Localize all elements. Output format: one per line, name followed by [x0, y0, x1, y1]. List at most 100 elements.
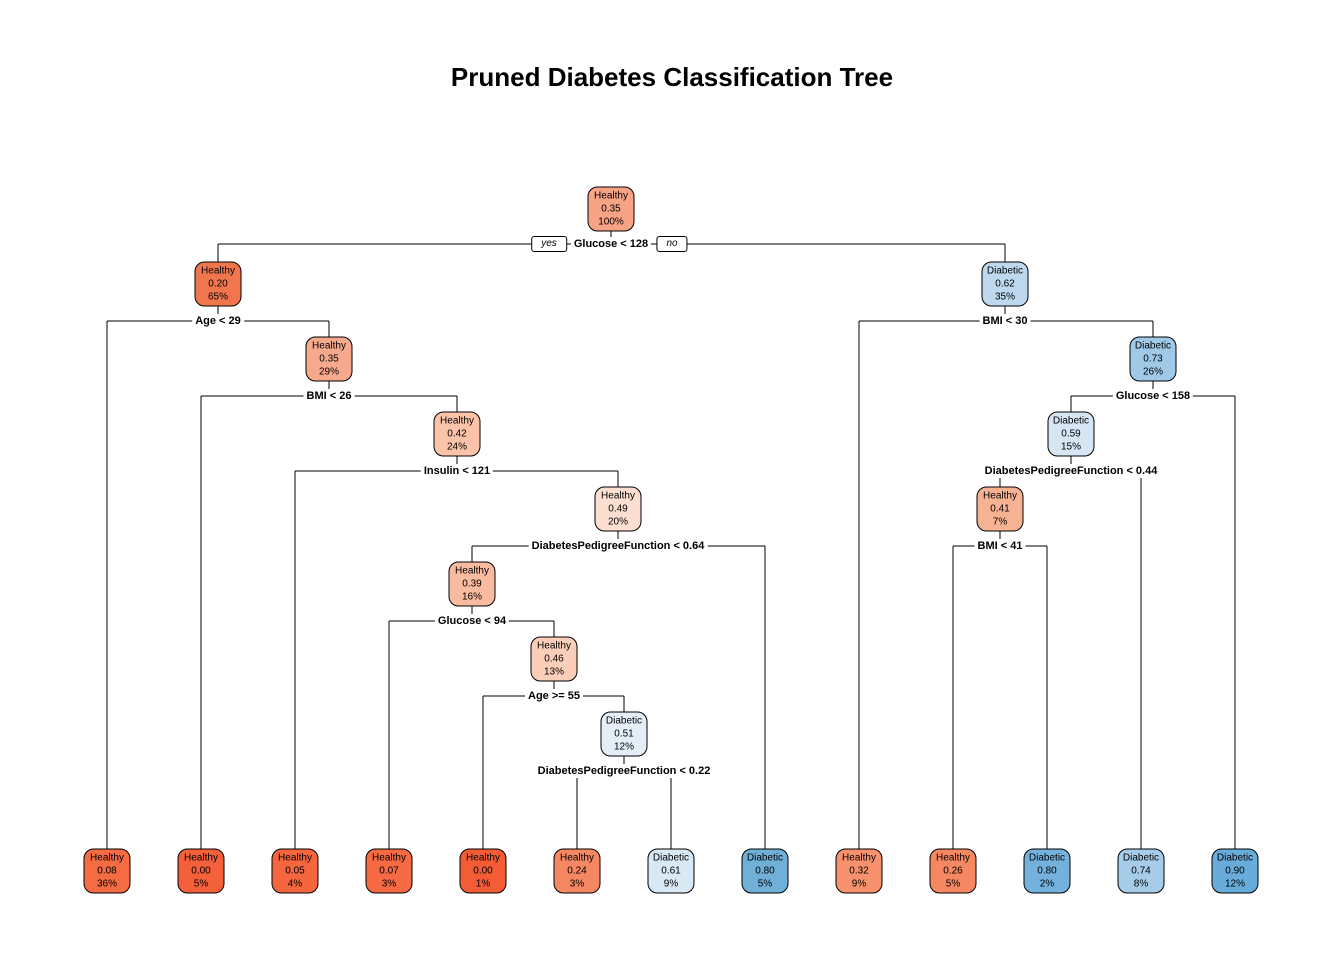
node-class: Healthy	[983, 490, 1017, 502]
split-label-s9: BMI < 41	[974, 539, 1026, 553]
node-class: Healthy	[466, 852, 500, 864]
node-prob: 0.35	[601, 203, 621, 215]
node-prob: 0.07	[379, 865, 399, 877]
node-pct: 12%	[1224, 878, 1245, 890]
node-class: Diabetic	[1028, 852, 1066, 864]
node-class: Diabetic	[1122, 852, 1160, 864]
node-prob: 0.59	[1061, 428, 1081, 440]
node-class: Healthy	[842, 852, 876, 864]
branch-label-yes: yes	[531, 236, 567, 252]
node-pct: 5%	[757, 878, 773, 890]
node-prob: 0.00	[473, 865, 493, 877]
split-label-s11: Age >= 55	[525, 689, 583, 703]
node-class: Diabetic	[605, 715, 643, 727]
split-label-s8: DiabetesPedigreeFunction < 0.64	[528, 539, 708, 553]
node-class: Diabetic	[652, 852, 690, 864]
node-prob: 0.35	[319, 353, 339, 365]
node-class: Healthy	[278, 852, 312, 864]
node-class: Healthy	[594, 190, 628, 202]
node-pct: 36%	[96, 878, 117, 890]
node-prob: 0.20	[208, 278, 228, 290]
node-pct: 9%	[663, 878, 679, 890]
node-prob: 0.32	[849, 865, 869, 877]
plot-title: Pruned Diabetes Classification Tree	[450, 62, 894, 92]
node-class: Healthy	[936, 852, 970, 864]
node-pct: 26%	[1142, 366, 1163, 378]
node-class: Diabetic	[986, 265, 1024, 277]
node-prob: 0.05	[285, 865, 305, 877]
node-class: Healthy	[601, 490, 635, 502]
node-prob: 0.26	[943, 865, 963, 877]
node-class: Healthy	[184, 852, 218, 864]
node-pct: 12%	[613, 741, 634, 753]
node-class: Healthy	[372, 852, 406, 864]
node-prob: 0.24	[567, 865, 587, 877]
node-prob: 0.46	[544, 653, 564, 665]
node-pct: 1%	[475, 878, 491, 890]
node-prob: 0.42	[447, 428, 467, 440]
node-pct: 3%	[569, 878, 585, 890]
node-class: Diabetic	[746, 852, 784, 864]
split-label-s2: Age < 29	[192, 314, 244, 328]
node-pct: 9%	[851, 878, 867, 890]
split-label-s6: Insulin < 121	[420, 464, 494, 478]
node-pct: 13%	[543, 666, 564, 678]
node-prob: 0.74	[1131, 865, 1151, 877]
split-label-s7: DiabetesPedigreeFunction < 0.44	[981, 464, 1161, 478]
node-class: Healthy	[312, 340, 346, 352]
node-class: Healthy	[455, 565, 489, 577]
node-prob: 0.61	[661, 865, 681, 877]
node-prob: 0.80	[755, 865, 775, 877]
node-class: Healthy	[560, 852, 594, 864]
node-pct: 29%	[318, 366, 339, 378]
node-class: Diabetic	[1052, 415, 1090, 427]
node-pct: 65%	[207, 291, 228, 303]
split-label-s4: BMI < 26	[303, 389, 355, 403]
node-class: Diabetic	[1216, 852, 1254, 864]
node-pct: 16%	[461, 591, 482, 603]
node-pct: 20%	[607, 516, 628, 528]
node-pct: 8%	[1133, 878, 1149, 890]
node-class: Healthy	[90, 852, 124, 864]
node-prob: 0.73	[1143, 353, 1163, 365]
node-pct: 4%	[287, 878, 303, 890]
node-pct: 7%	[992, 516, 1008, 528]
node-prob: 0.08	[97, 865, 117, 877]
split-label-s12: DiabetesPedigreeFunction < 0.22	[534, 764, 714, 778]
node-prob: 0.90	[1225, 865, 1245, 877]
split-label-s1: Glucose < 128	[570, 237, 652, 251]
node-prob: 0.49	[608, 503, 628, 515]
branch-label-no: no	[656, 236, 688, 252]
node-class: Diabetic	[1134, 340, 1172, 352]
node-class: Healthy	[537, 640, 571, 652]
node-prob: 0.00	[191, 865, 211, 877]
node-pct: 24%	[446, 441, 467, 453]
split-label-s3: BMI < 30	[979, 314, 1031, 328]
node-pct: 2%	[1039, 878, 1055, 890]
node-prob: 0.51	[614, 728, 634, 740]
node-prob: 0.41	[990, 503, 1010, 515]
node-prob: 0.39	[462, 578, 482, 590]
